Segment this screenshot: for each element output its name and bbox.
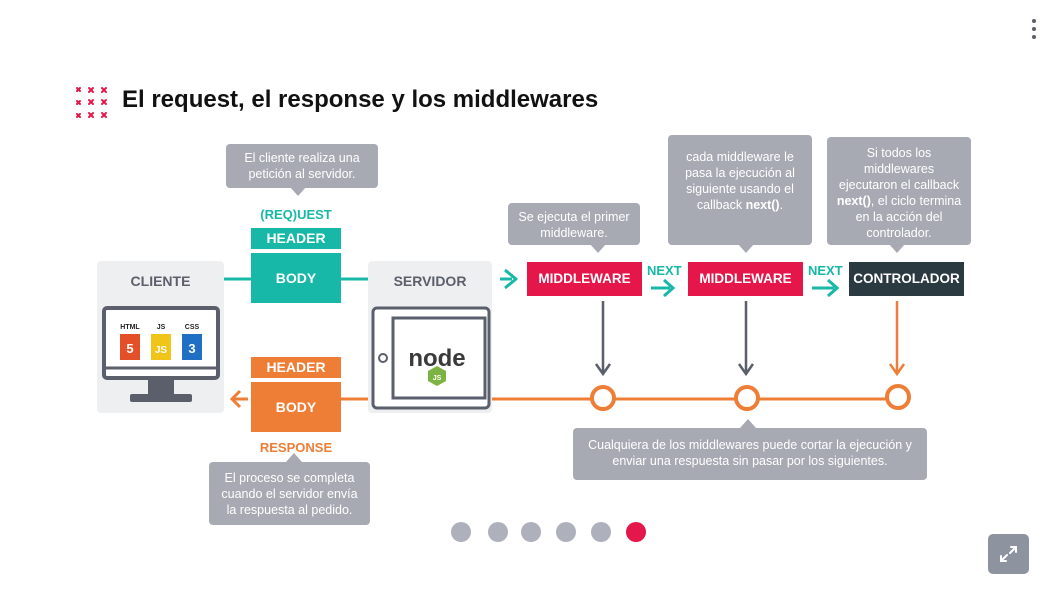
pagination-dot-1[interactable]: [451, 522, 471, 542]
response-header: HEADER: [251, 357, 341, 378]
svg-text:JS: JS: [155, 345, 168, 356]
cut-point-3: [885, 384, 911, 410]
request-body: BODY: [251, 253, 341, 303]
bubble-tail: [290, 187, 306, 196]
pagination-dot-5[interactable]: [591, 522, 611, 542]
server-label: SERVIDOR: [393, 273, 467, 289]
pagination-dot-2[interactable]: [488, 522, 508, 542]
html5-icon: 5: [120, 334, 140, 360]
more-options-icon[interactable]: [1027, 16, 1041, 42]
response-body: BODY: [251, 382, 341, 432]
svg-text:3: 3: [188, 341, 195, 356]
expand-button[interactable]: [988, 534, 1029, 574]
bubble-tail: [738, 244, 754, 253]
bubble-tail: [740, 419, 756, 428]
cut-point-2: [734, 385, 760, 411]
request-label: (REQ)UEST: [260, 207, 332, 222]
bubble-tail: [286, 453, 302, 462]
monitor-icon: 5 JS 3 HTML JS CSS: [102, 306, 220, 402]
svg-text:JS: JS: [157, 324, 166, 331]
server-tablet-icon: node JS: [371, 306, 491, 410]
expand-icon: [1000, 546, 1017, 562]
page-title: El request, el response y los middleware…: [122, 86, 599, 113]
middleware-1-box: MIDDLEWARE: [527, 262, 642, 296]
request-header: HEADER: [251, 228, 341, 249]
js-icon: JS: [151, 334, 171, 360]
nodejs-badge: [428, 366, 446, 386]
bubble-tail: [889, 244, 905, 253]
note-client-request: El cliente realiza una petición al servi…: [226, 144, 378, 188]
client-label: CLIENTE: [130, 273, 191, 289]
bubble-tail: [590, 244, 606, 253]
arrow-next-2: [812, 278, 840, 298]
svg-text:JS: JS: [433, 375, 442, 382]
note-controller-end: Si todos los middlewares ejecutaron el c…: [827, 137, 971, 245]
note-cut-execution: Cualquiera de los middlewares puede cort…: [573, 428, 927, 480]
note-first-middleware: Se ejecuta el primer middleware.: [508, 203, 640, 245]
svg-text:HTML: HTML: [120, 324, 140, 331]
response-label: RESPONSE: [259, 440, 333, 455]
pagination-dot-6[interactable]: [626, 522, 646, 542]
controller-box: CONTROLADOR: [849, 262, 964, 296]
note-response-done: El proceso se completa cuando el servido…: [209, 462, 370, 525]
svg-text:CSS: CSS: [185, 324, 200, 331]
arrow-to-client: [229, 389, 248, 409]
middleware-2-box: MIDDLEWARE: [688, 262, 803, 296]
arrow-down-controller: [888, 301, 906, 377]
cut-point-1: [590, 385, 616, 411]
css3-icon: 3: [182, 334, 202, 360]
pagination-dot-3[interactable]: [521, 522, 541, 542]
next-label-1: NEXT: [647, 263, 682, 278]
next-label-2: NEXT: [808, 263, 843, 278]
arrow-to-middleware: [500, 268, 518, 290]
arrow-down-middleware-1: [594, 301, 612, 377]
svg-text:5: 5: [126, 341, 133, 356]
arrow-down-middleware-2: [737, 301, 755, 377]
pagination-dot-4[interactable]: [556, 522, 576, 542]
note-middleware-pass: cada middleware le pasa la ejecución al …: [668, 135, 812, 245]
arrow-next-1: [651, 278, 676, 298]
x-grid-icon: [76, 87, 107, 118]
